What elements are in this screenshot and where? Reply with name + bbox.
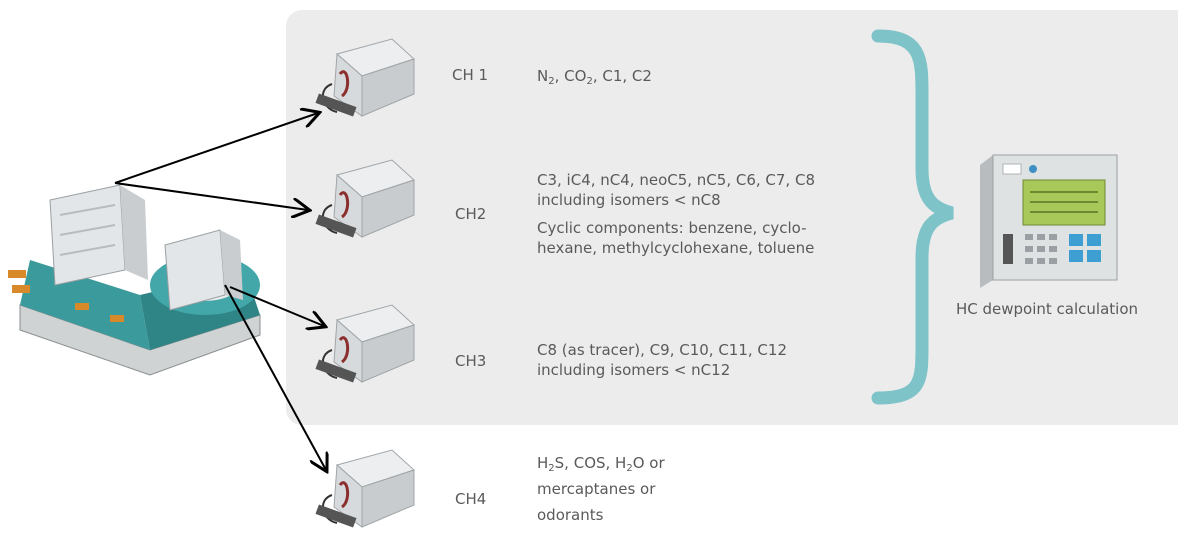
ch1-description: N2, CO2, C1, C2 [537,67,652,87]
analyzer-base-image [8,184,261,376]
arrow-to-ch1 [114,113,318,184]
ch2-description: C3, iC4, nC4, neoC5, nC5, C6, C7, C8 inc… [537,171,815,257]
module-ch3-image [315,304,415,383]
ch3-label: CH3 [455,352,487,370]
brace-icon [871,29,954,405]
module-ch1-image [315,38,415,117]
arrow-to-ch4 [224,284,326,470]
ch2-label: CH2 [455,205,487,223]
module-ch2-image [315,159,415,238]
hc-dewpoint-label: HC dewpoint calculation [956,300,1139,318]
arrow-to-ch3 [229,286,324,326]
ch3-description: C8 (as tracer), C9, C10, C11, C12 includ… [537,341,787,379]
controller-device-image [980,154,1118,288]
ch1-label: CH 1 [452,66,489,84]
ch4-description: H2S, COS, H2O or mercaptanes or odorants [537,454,665,524]
module-ch4-image [315,449,415,528]
ch4-label: CH4 [455,490,487,508]
arrow-to-ch2 [114,182,308,210]
